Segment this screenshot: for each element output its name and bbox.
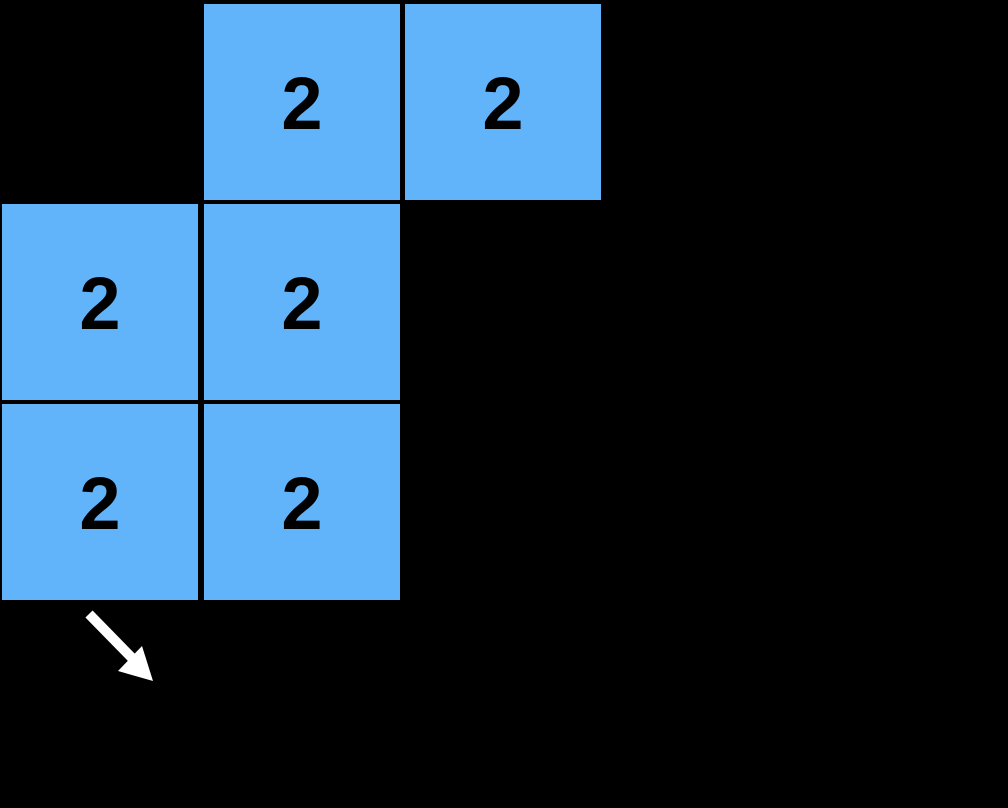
- tile: 2: [204, 204, 400, 400]
- tile: 2: [2, 404, 198, 600]
- tile: 2: [204, 404, 400, 600]
- move-arrow-shaft: [85, 610, 136, 662]
- tile: 2: [204, 4, 400, 200]
- tile: 2: [2, 204, 198, 400]
- move-arrow-head: [118, 646, 153, 681]
- tile: 2: [405, 4, 601, 200]
